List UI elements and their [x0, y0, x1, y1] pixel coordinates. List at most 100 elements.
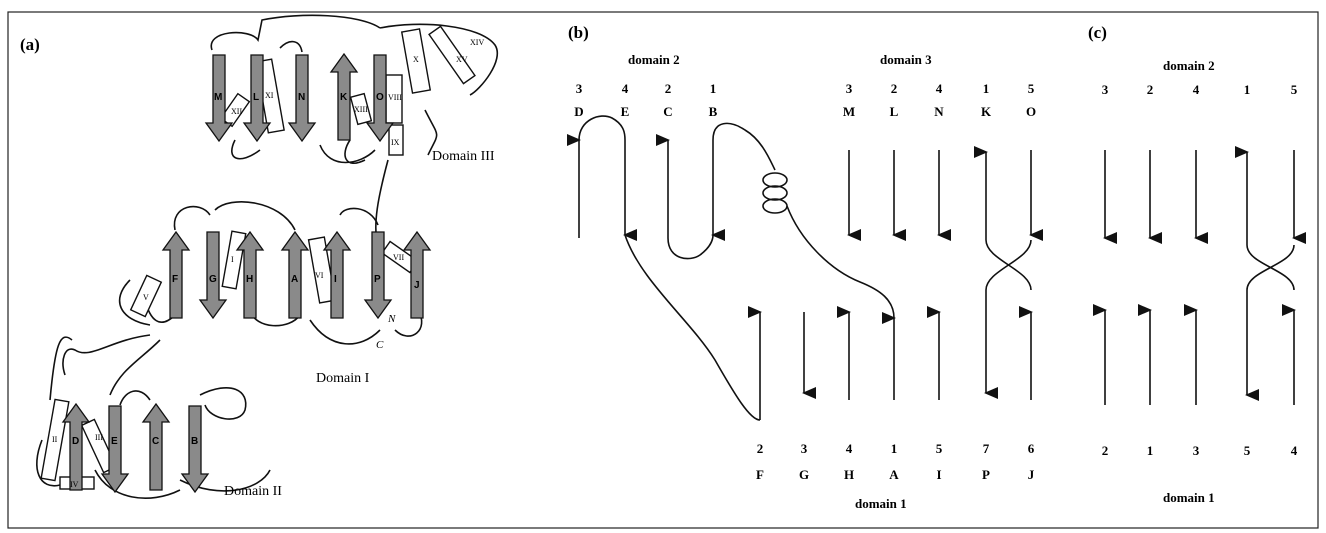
panel-a-label: (a)	[20, 35, 40, 54]
helix-label: VII	[393, 253, 404, 262]
helix-label: XII	[231, 107, 242, 116]
strand-letter: K	[981, 104, 992, 119]
strand-label: N	[298, 92, 305, 103]
strand-letter: E	[621, 104, 630, 119]
panel-b-topology	[579, 116, 1031, 420]
strand-label: K	[340, 92, 348, 103]
strand-letter: A	[889, 467, 899, 482]
panel-a: (a)	[20, 15, 497, 499]
strand-number: 4	[1193, 82, 1200, 97]
strand-letter: J	[1028, 467, 1035, 482]
strand-number: 3	[1102, 82, 1109, 97]
strand-number: 4	[1291, 443, 1298, 458]
strand-letter: F	[756, 467, 764, 482]
strand-number: 2	[1147, 82, 1154, 97]
helix-label: VIII	[388, 93, 402, 102]
panel-c: (c) domain 2 3 2 4 1 5 2 1 3 5	[1088, 23, 1298, 505]
strand-number: 3	[576, 81, 583, 96]
strand-letter: I	[936, 467, 941, 482]
strand-label: J	[414, 280, 420, 291]
domain-3-title: domain 3	[880, 52, 932, 67]
domain-1-title: domain 1	[855, 496, 907, 511]
strand-label: D	[72, 436, 79, 447]
strand-number: 1	[1147, 443, 1154, 458]
strand-number: 5	[936, 441, 943, 456]
helix-label: III	[95, 433, 103, 442]
strand-label: E	[111, 436, 118, 447]
strand-number: 2	[891, 81, 898, 96]
strand-number: 6	[1028, 441, 1035, 456]
helix-label: X	[413, 55, 419, 64]
figure-frame	[8, 12, 1318, 528]
strand-label: H	[246, 274, 253, 285]
strand-label: G	[209, 274, 217, 285]
strand-number: 4	[622, 81, 629, 96]
strand-label: A	[291, 274, 298, 285]
strand-number: 4	[846, 441, 853, 456]
strand-number: 2	[757, 441, 764, 456]
panel-a-strands	[63, 54, 430, 492]
helix-label: II	[52, 435, 58, 444]
strand-number: 4	[936, 81, 943, 96]
domain-2-title: domain 2	[1163, 58, 1215, 73]
strand-label: O	[376, 92, 384, 103]
strand-number: 1	[1244, 82, 1251, 97]
n-terminus-label: N	[387, 313, 396, 325]
strand-letter: G	[799, 467, 809, 482]
helix-label: IV	[70, 480, 79, 489]
strand-letter: N	[934, 104, 944, 119]
helix-label: V	[143, 293, 149, 302]
domain-1-title: domain 1	[1163, 490, 1215, 505]
helix-label: XI	[265, 91, 274, 100]
domain-i-label: Domain I	[316, 371, 370, 386]
strand-label: M	[214, 92, 222, 103]
strand-number: 1	[983, 81, 990, 96]
strand-number: 2	[1102, 443, 1109, 458]
panel-c-label: (c)	[1088, 23, 1107, 42]
helix-label: VI	[315, 271, 324, 280]
strand-label: L	[253, 92, 259, 103]
panel-b-bottom-numbers: 2 3 4 1 5 7 6	[757, 441, 1035, 456]
strand-number: 3	[1193, 443, 1200, 458]
panel-c-top-numbers: 3 2 4 1 5	[1102, 82, 1298, 97]
strand-number: 5	[1291, 82, 1298, 97]
strand-label: C	[152, 436, 159, 447]
strand-number: 7	[983, 441, 990, 456]
strand-letter: H	[844, 467, 854, 482]
helix-label: I	[231, 255, 234, 264]
panel-b-label: (b)	[568, 23, 589, 42]
strand-number: 3	[801, 441, 808, 456]
strand-label: F	[172, 274, 178, 285]
strand-letter: D	[574, 104, 583, 119]
strand-letter: M	[843, 104, 855, 119]
helix-label: XIV	[470, 38, 484, 47]
domain-2-title: domain 2	[628, 52, 680, 67]
helix-label: XV	[456, 55, 468, 64]
strand-letter: O	[1026, 104, 1036, 119]
strand-number: 5	[1028, 81, 1035, 96]
strand-letter: C	[663, 104, 672, 119]
panel-b: (b) domain 2 3 4 2 1 D E C B domain 3 3 …	[568, 23, 1036, 511]
panel-c-bottom-numbers: 2 1 3 5 4	[1102, 443, 1298, 458]
panel-b-top-left-numbers: 3 4 2 1	[576, 81, 717, 96]
panel-b-bottom-letters: F G H A I P J	[756, 467, 1035, 482]
domain-iii-label: Domain III	[432, 149, 495, 164]
strand-label: I	[334, 274, 337, 285]
c-terminus-label: C	[376, 339, 384, 351]
panel-c-topology	[1105, 150, 1294, 405]
strand-letter: L	[890, 104, 899, 119]
helix-label: XIII	[354, 105, 368, 114]
strand-number: 5	[1244, 443, 1251, 458]
panel-b-top-right-numbers: 3 2 4 1 5	[846, 81, 1035, 96]
strand-label: P	[374, 274, 381, 285]
strand-letter: B	[709, 104, 718, 119]
strand-number: 1	[891, 441, 898, 456]
strand-number: 2	[665, 81, 672, 96]
strand-number: 3	[846, 81, 853, 96]
helix-label: IX	[391, 138, 400, 147]
strand-label: B	[191, 436, 198, 447]
panel-b-top-right-letters: M L N K O	[843, 104, 1036, 119]
domain-ii-label: Domain II	[224, 484, 282, 499]
strand-number: 1	[710, 81, 717, 96]
